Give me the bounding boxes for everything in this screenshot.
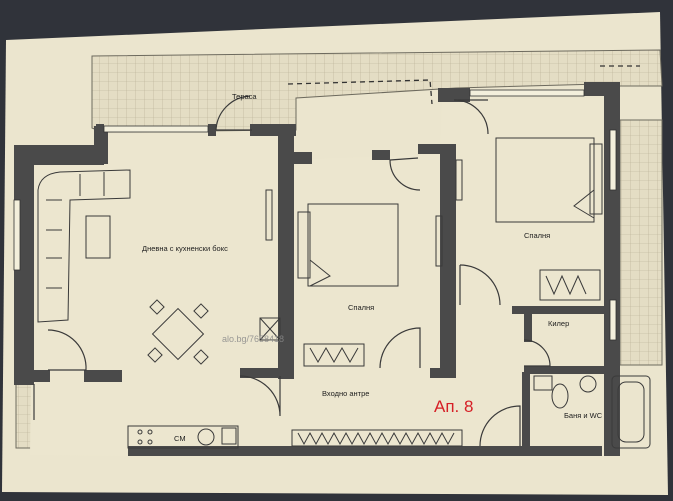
bathroom-label: Баня и WC <box>564 411 603 420</box>
watermark: alo.bg/7658418 <box>222 334 284 344</box>
living-room-label: Дневна с кухненски бокс <box>142 244 228 253</box>
storage-label: Килер <box>548 319 569 328</box>
apartment-label: Ап. 8 <box>434 397 473 416</box>
appliance-label: СМ <box>174 434 186 443</box>
right-strip <box>619 119 663 366</box>
doors <box>33 95 551 447</box>
hallway-label: Входно антре <box>322 389 369 398</box>
bedroom2-label: Спалня <box>524 231 550 240</box>
bedroom1-label: Спалня <box>348 303 374 312</box>
furniture <box>37 137 651 449</box>
terrace-label: Тераса <box>232 92 257 101</box>
interior-floor <box>30 98 604 460</box>
